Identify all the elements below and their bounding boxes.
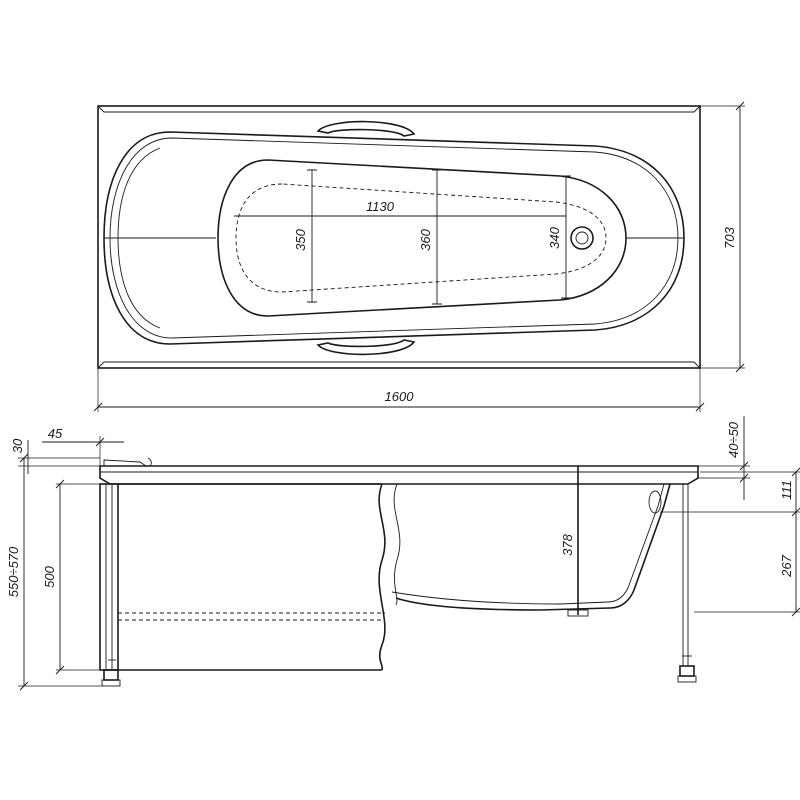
plan-outer-rim — [97, 105, 701, 369]
dim-30: 30 — [10, 438, 25, 453]
plan-tub-outer-inner-line — [109, 137, 679, 339]
plan-tub-outer — [103, 131, 685, 345]
plan-basin-floor — [235, 183, 607, 293]
plan-drain-inner — [575, 231, 589, 245]
plan-drain-outer — [570, 226, 594, 250]
side-front-panel — [99, 483, 119, 671]
plan-basin — [217, 159, 627, 317]
side-overflow — [648, 490, 662, 514]
plan-view: 1130 350 360 340 703 1600 — [93, 101, 745, 412]
dim-360: 360 — [418, 228, 433, 250]
dim-40-50: 40÷50 — [726, 421, 741, 458]
dim-378: 378 — [560, 533, 575, 555]
side-rim — [99, 465, 699, 485]
dim-1130: 1130 — [366, 199, 395, 214]
dim-111: 111 — [779, 480, 794, 500]
dim-703: 703 — [722, 226, 737, 248]
side-tub-profile — [395, 483, 671, 611]
dim-1600: 1600 — [385, 389, 415, 404]
side-foot-left — [103, 669, 119, 681]
plan-rim-bevel — [97, 105, 701, 369]
side-knob — [103, 457, 152, 467]
dim-340: 340 — [547, 226, 562, 248]
dim-45: 45 — [48, 426, 63, 441]
side-foot-right — [679, 665, 695, 677]
dim-500: 500 — [42, 565, 57, 587]
plan-handle-top — [316, 120, 416, 137]
side-break-line — [378, 483, 386, 671]
plan-handle-bottom — [316, 339, 416, 356]
dim-550-570: 550÷570 — [6, 546, 21, 597]
dim-267: 267 — [779, 554, 794, 577]
side-view: 30 45 550÷570 500 378 40÷50 111 — [6, 416, 800, 691]
dim-350: 350 — [293, 228, 308, 250]
